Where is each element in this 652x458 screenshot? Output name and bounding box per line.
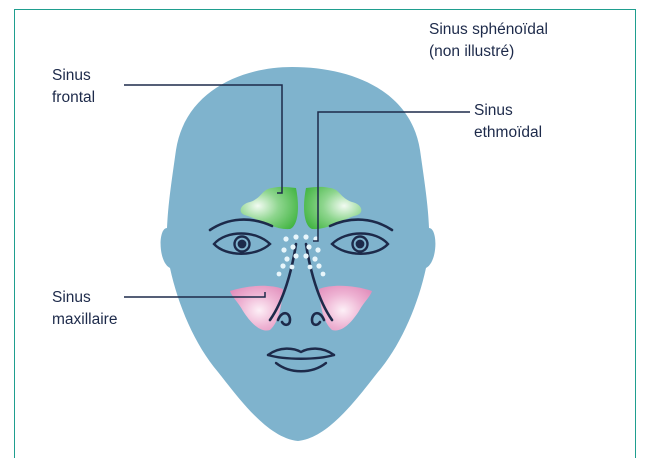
label-ethmoid-line1: Sinus [474, 100, 542, 122]
label-ethmoid-sinus: Sinus ethmoïdal [474, 100, 542, 144]
label-maxillary-line2: maxillaire [52, 309, 117, 331]
label-frontal-line1: Sinus [52, 65, 95, 87]
label-frontal-line2: frontal [52, 87, 95, 109]
head-shape [161, 67, 436, 441]
label-sphenoid-line2: (non illustré) [429, 41, 548, 63]
label-maxillary-line1: Sinus [52, 287, 117, 309]
label-maxillary-sinus: Sinus maxillaire [52, 287, 117, 331]
label-ethmoid-line2: ethmoïdal [474, 122, 542, 144]
label-frontal-sinus: Sinus frontal [52, 65, 95, 109]
label-sphenoid-line1: Sinus sphénoïdal [429, 19, 548, 41]
label-sphenoid-sinus: Sinus sphénoïdal (non illustré) [429, 19, 548, 63]
